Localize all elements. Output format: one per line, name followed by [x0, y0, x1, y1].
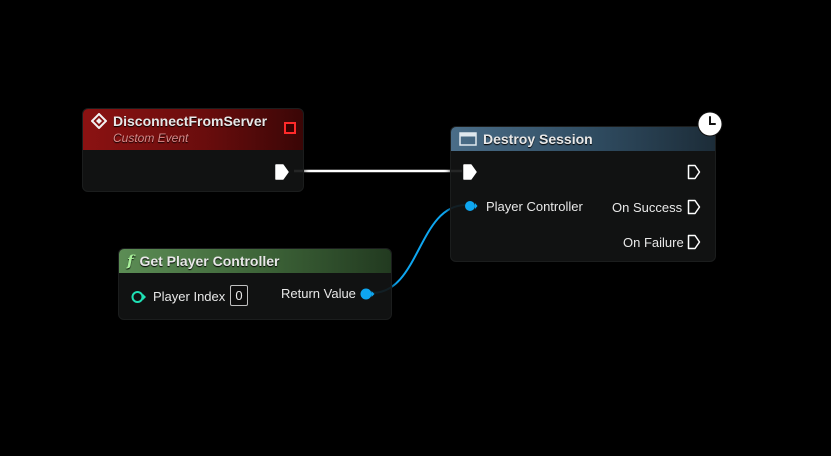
get-player-controller-title: Get Player Controller — [139, 253, 280, 269]
get-player-controller-header[interactable]: f Get Player Controller — [119, 249, 391, 273]
custom-event-node[interactable]: DisconnectFromServer Custom Event — [82, 108, 304, 192]
destroy-session-node[interactable]: Destroy Session Player Controller On Suc… — [450, 126, 716, 262]
pure-function-icon: f — [127, 252, 134, 270]
player-controller-pin-label: Player Controller — [486, 199, 583, 214]
player-index-pin-label: Player Index — [153, 289, 226, 304]
delegate-pin-icon[interactable] — [284, 122, 296, 134]
exec-then-pin-icon[interactable] — [687, 164, 701, 180]
on-success-pin-icon[interactable] — [687, 199, 701, 215]
destroy-session-title: Destroy Session — [483, 131, 593, 147]
player-controller-pin-icon[interactable] — [464, 199, 478, 213]
custom-event-diamond-icon — [91, 113, 107, 129]
function-box-icon — [459, 132, 477, 146]
return-value-pin-label: Return Value — [281, 286, 356, 301]
return-value-pin-icon[interactable] — [359, 287, 375, 301]
on-failure-pin-icon[interactable] — [687, 234, 701, 250]
custom-event-title: DisconnectFromServer — [113, 113, 268, 129]
exec-in-pin-icon[interactable] — [463, 164, 477, 180]
destroy-session-header[interactable]: Destroy Session — [451, 127, 715, 151]
player-index-pin-icon[interactable] — [131, 290, 147, 304]
exec-out-pin-icon[interactable] — [275, 164, 289, 180]
on-success-pin-label: On Success — [612, 200, 683, 215]
custom-event-header[interactable]: DisconnectFromServer Custom Event — [83, 109, 303, 150]
clock-icon — [697, 111, 723, 137]
custom-event-subtitle: Custom Event — [113, 131, 189, 145]
on-failure-pin-label: On Failure — [623, 235, 684, 250]
get-player-controller-node[interactable]: f Get Player Controller Player Index Ret… — [118, 248, 392, 320]
player-index-input[interactable]: 0 — [230, 285, 248, 306]
